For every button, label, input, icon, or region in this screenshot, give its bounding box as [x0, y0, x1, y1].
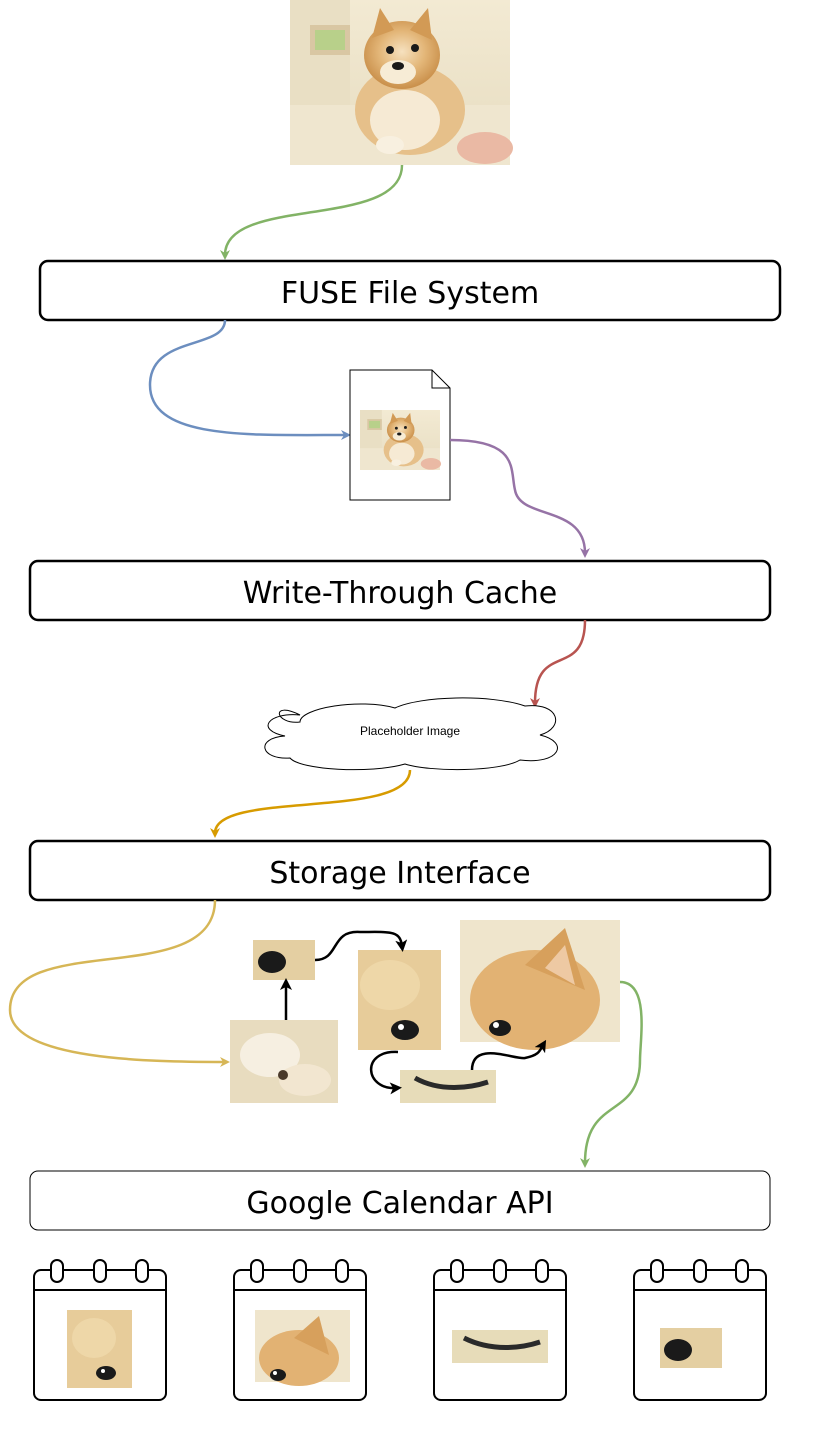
arrow-fragments-to-gcal — [580, 980, 643, 1168]
arrow-image-to-fuse — [220, 164, 404, 260]
calendar-icon — [33, 1259, 167, 1401]
fuse-layer-label: FUSE File System — [281, 276, 539, 311]
storage-layer-label: Storage Interface — [269, 856, 530, 891]
calendar-icon — [233, 1259, 367, 1401]
fragment-mouth — [400, 1070, 496, 1103]
file-document-icon — [349, 369, 451, 501]
gcal-layer-label: Google Calendar API — [246, 1186, 553, 1221]
calendar-nose-fragment — [660, 1328, 722, 1368]
arrow-eye-to-mouth — [369, 1050, 402, 1095]
calendar-icon — [633, 1259, 767, 1401]
arrow-fuse-to-file — [148, 319, 351, 441]
calendar-icon — [433, 1259, 567, 1401]
calendar-mouth-fragment — [452, 1330, 548, 1363]
arrow-storage-to-fragments — [8, 899, 230, 1067]
file-doge-thumbnail — [360, 410, 442, 470]
calendar-eye-fragment — [67, 1310, 132, 1388]
fragment-paw — [230, 1020, 338, 1103]
placeholder-cloud: Placeholder Image — [264, 697, 558, 771]
cloud-label: Placeholder Image — [360, 724, 460, 738]
gcal-layer: Google Calendar API — [29, 1170, 771, 1231]
arrow-mouth-to-ear — [470, 1039, 547, 1071]
storage-layer: Storage Interface — [28, 839, 772, 902]
fragment-eye — [358, 950, 441, 1050]
arrow-file-to-cache — [449, 438, 590, 558]
arrow-cache-to-cloud — [530, 619, 587, 708]
cache-layer-label: Write-Through Cache — [243, 576, 558, 611]
fragment-nose — [253, 940, 315, 980]
arrow-nose-to-eye — [314, 930, 408, 962]
fuse-layer: FUSE File System — [38, 259, 782, 322]
cache-layer: Write-Through Cache — [28, 559, 772, 622]
doge-source-image — [290, 0, 513, 165]
arrow-cloud-to-storage — [210, 769, 412, 838]
fragment-ear — [460, 920, 620, 1050]
calendar-ear-fragment — [255, 1310, 350, 1386]
